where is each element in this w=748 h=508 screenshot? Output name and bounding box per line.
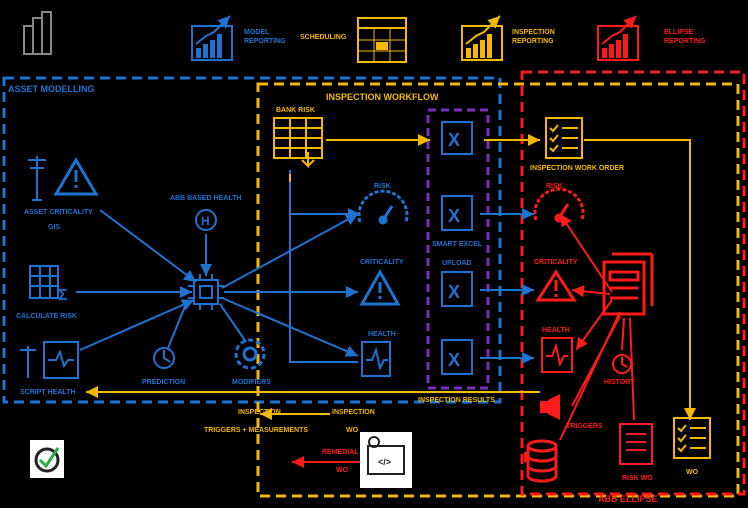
risk-wo-label: RISK WO [622,475,653,482]
risk-gauge-icon [357,189,409,225]
inspection-workflow-label: INSPECTION WORKFLOW [326,92,439,102]
spreadsheet-sigma-icon: Σ [29,265,68,304]
excel-icon: X [441,271,473,307]
svg-text:H: H [201,214,210,228]
svg-text:X: X [448,206,460,226]
red-risk-gauge-icon [533,187,585,223]
remedial-wo-label: WO [336,467,349,474]
abb-ellipse-label: ABB ELLIPSE [598,494,658,504]
criticality-label: CRITICALITY [360,259,404,266]
database-icon [526,439,558,483]
prediction-clock-icon [153,347,175,369]
red-criticality-label: CRITICALITY [534,259,578,266]
asset-modelling-label: ASSET MODELLING [8,84,95,94]
checkmark-logo-icon [30,440,64,478]
modifiers-label: MODIFIERS [232,379,271,386]
modifiers-gear-icon [234,338,266,370]
script-health-label: SCRIPT HEALTH [20,389,75,396]
blue-connectors [76,170,534,364]
red-health-label: HEALTH [542,327,570,334]
warning-icon [53,157,99,196]
wo-checklist-icon [673,417,711,459]
asset-modelling-region [2,76,502,404]
risk-wo-document-icon [619,423,653,465]
scheduling-label: SCHEDULING [300,34,347,41]
history-clock-icon [612,354,632,374]
red-criticality-warning-icon [535,269,577,302]
inspection-wo-bottom-label: WO [346,427,359,434]
wo-label: WO [686,469,699,476]
model-reporting-chart-icon [191,15,233,61]
triggers-measurements-label: TRIGGERS + MEASUREMENTS [204,427,308,434]
svg-text:Σ: Σ [58,287,68,304]
abb-based-health-label: ABB BASED HEALTH [170,195,241,202]
excel-icon: X [441,339,473,375]
powerbi-logo-icon [23,11,52,55]
history-label: HISTORY [604,379,635,386]
script-code-icon: </> [360,432,412,488]
criticality-warning-icon [359,268,401,306]
svg-text:X: X [448,130,460,150]
red-risk-label: RISK [546,183,563,190]
health-monitor-icon [361,341,391,377]
asset-criticality-label: ASSET CRITICALITY [24,209,93,216]
megaphone-icon [540,394,560,420]
health-h-icon: H [195,209,217,231]
health-label: HEALTH [368,331,396,338]
gis-label: GIS [48,224,60,231]
smart-excel-region [426,108,490,390]
transmission-tower-icon [28,156,46,201]
work-order-checklist-icon [545,117,583,159]
svg-text:X: X [448,282,460,302]
bank-risk-table-icon [273,117,323,169]
abb-ellipse-region [520,70,746,496]
triggers-label: TRIGGERS [566,423,603,430]
calendar-icon [357,17,407,63]
ellipse-document-stack-icon [602,252,654,316]
inspection-reporting-chart-icon [461,15,503,61]
inspection-workflow-region [256,82,740,498]
excel-icon: X [441,195,473,231]
excel-icon: X [441,121,473,155]
inspection-triggers-label: INSPECTION [238,409,281,416]
prediction-label: PREDICTION [142,379,185,386]
svg-text:</>: </> [378,457,391,467]
upload-label: UPLOAD [442,260,472,267]
inspection-results-label: INSPECTION RESULTS [418,397,495,404]
ellipse-reporting-chart-icon [597,15,639,61]
remedial-label: REMEDIAL [322,449,359,456]
database-marker [524,452,528,462]
risk-label: RISK [374,183,391,190]
smart-excel-label: SMART EXCEL [432,241,483,248]
bank-risk-label: BANK RISK [276,107,315,114]
yellow-connectors [86,134,696,420]
calculate-risk-label: CALCULATE RISK [16,313,77,320]
ai-chip-icon [188,274,224,310]
svg-text:X: X [448,350,460,370]
tower-monitor-icon [20,341,79,379]
inspection-wo-top-label: INSPECTION [332,409,375,416]
red-health-monitor-icon [541,337,573,373]
inspection-work-order-label: INSPECTION WORK ORDER [530,165,624,172]
